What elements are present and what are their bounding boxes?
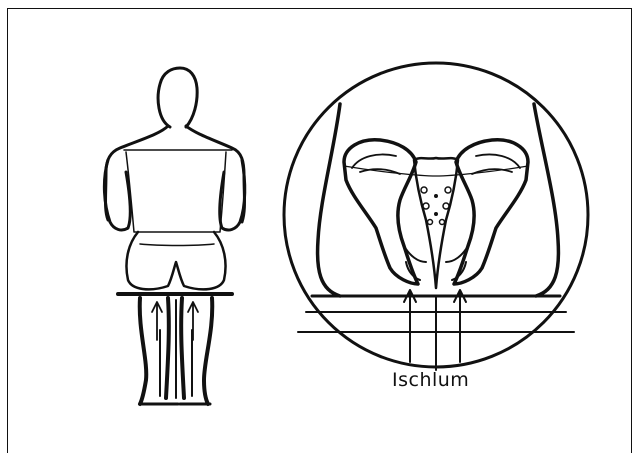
seated-figure	[104, 68, 244, 404]
ischium-arrow-left	[404, 290, 416, 362]
figure-pressure-arrow-right	[188, 302, 198, 340]
figure-left-arm	[104, 160, 130, 230]
pelvis-detail	[284, 63, 588, 370]
ischium-label: Ischlum	[392, 369, 502, 391]
figure-waist	[140, 244, 214, 246]
pelvis-sacrum	[414, 158, 458, 288]
figure-left-leg	[140, 298, 169, 404]
figure-hips	[126, 232, 225, 289]
figure-right-leg	[181, 298, 212, 404]
pelvis-left-flank	[318, 104, 340, 296]
figure-back-panel	[124, 150, 232, 232]
ischium-arrow-right	[454, 290, 466, 362]
pelvis-right-flank	[534, 104, 558, 296]
figure-head	[158, 68, 197, 127]
pelvis-waist-line	[344, 166, 528, 176]
